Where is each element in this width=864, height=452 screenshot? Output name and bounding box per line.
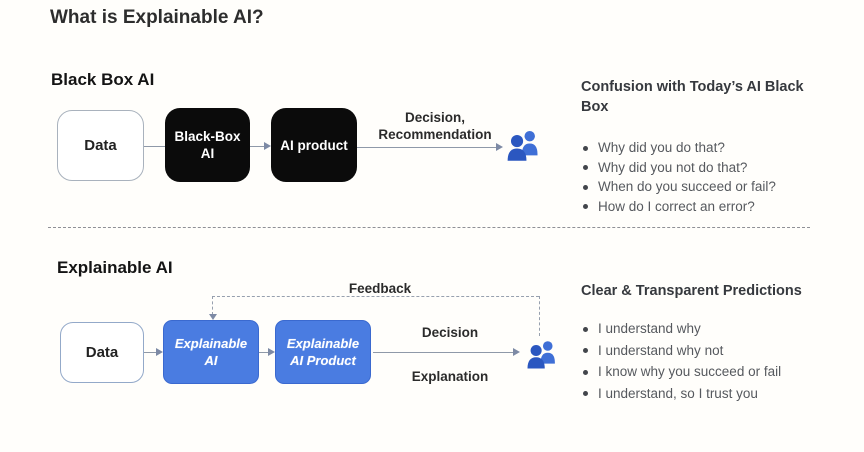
explainable-section-heading: Explainable AI	[57, 258, 173, 277]
explainable-model-label-line2: AI	[204, 353, 218, 368]
list-item: Why did you do that?	[581, 138, 841, 158]
blackbox-product-label: AI product	[280, 137, 348, 153]
explainable-product-label-line1: Explainable	[286, 336, 360, 351]
list-item: When do you succeed or fail?	[581, 177, 841, 197]
people-group-icon	[506, 126, 542, 166]
blackbox-output-line2: Recommendation	[378, 127, 492, 142]
explainable-data-node: Data	[60, 322, 144, 383]
list-item: I understand why	[581, 318, 841, 340]
explainable-model-node: Explainable AI	[163, 320, 259, 384]
decision-label: Decision	[421, 325, 479, 340]
blackbox-model-label-line1: Black-Box	[174, 129, 241, 144]
blackbox-data-node: Data	[57, 110, 144, 181]
arrowhead-icon	[268, 348, 275, 356]
explanation-label: Explanation	[411, 369, 489, 384]
explainable-product-node: Explainable AI Product	[275, 320, 371, 384]
list-item: I know why you succeed or fail	[581, 361, 841, 383]
explainable-model-label-line1: Explainable	[174, 336, 248, 351]
connector-line	[250, 146, 265, 147]
arrowhead-icon	[264, 142, 271, 150]
explainable-product-label-line2: AI Product	[290, 353, 356, 368]
explainable-panel-heading: Clear & Transparent Predictions	[581, 283, 802, 299]
arrowhead-icon	[496, 143, 503, 151]
explainable-panel-list: I understand why I understand why not I …	[581, 318, 841, 404]
blackbox-panel-heading: Confusion with Today’s AI Black Box	[581, 79, 804, 115]
list-item: How do I correct an error?	[581, 197, 841, 217]
connector-line	[373, 352, 514, 353]
connector-line	[144, 146, 165, 147]
blackbox-panel-list: Why did you do that? Why did you not do …	[581, 138, 841, 216]
feedback-line-right	[539, 296, 540, 336]
people-group-icon	[526, 337, 559, 373]
list-item: Why did you not do that?	[581, 158, 841, 178]
blackbox-data-label: Data	[84, 137, 117, 154]
blackbox-product-node: AI product	[271, 108, 357, 182]
connector-line	[144, 352, 157, 353]
arrowhead-icon	[513, 348, 520, 356]
blackbox-output-line1: Decision,	[404, 110, 466, 125]
page-title: What is Explainable AI?	[50, 7, 264, 28]
connector-line	[259, 352, 269, 353]
feedback-label: Feedback	[348, 281, 412, 296]
arrowhead-icon	[156, 348, 163, 356]
feedback-line-horizontal	[212, 296, 539, 297]
feedback-line-left	[212, 296, 213, 315]
list-item: I understand why not	[581, 340, 841, 362]
blackbox-model-label-line2: AI	[200, 146, 215, 161]
connector-line	[357, 147, 497, 148]
section-divider	[48, 227, 810, 228]
arrowhead-icon	[209, 314, 217, 320]
list-item: I understand, so I trust you	[581, 383, 841, 405]
blackbox-model-node: Black-Box AI	[165, 108, 250, 182]
blackbox-output-label: Decision, Recommendation	[368, 109, 502, 143]
blackbox-section-heading: Black Box AI	[51, 70, 155, 89]
explainable-data-label: Data	[85, 344, 119, 361]
